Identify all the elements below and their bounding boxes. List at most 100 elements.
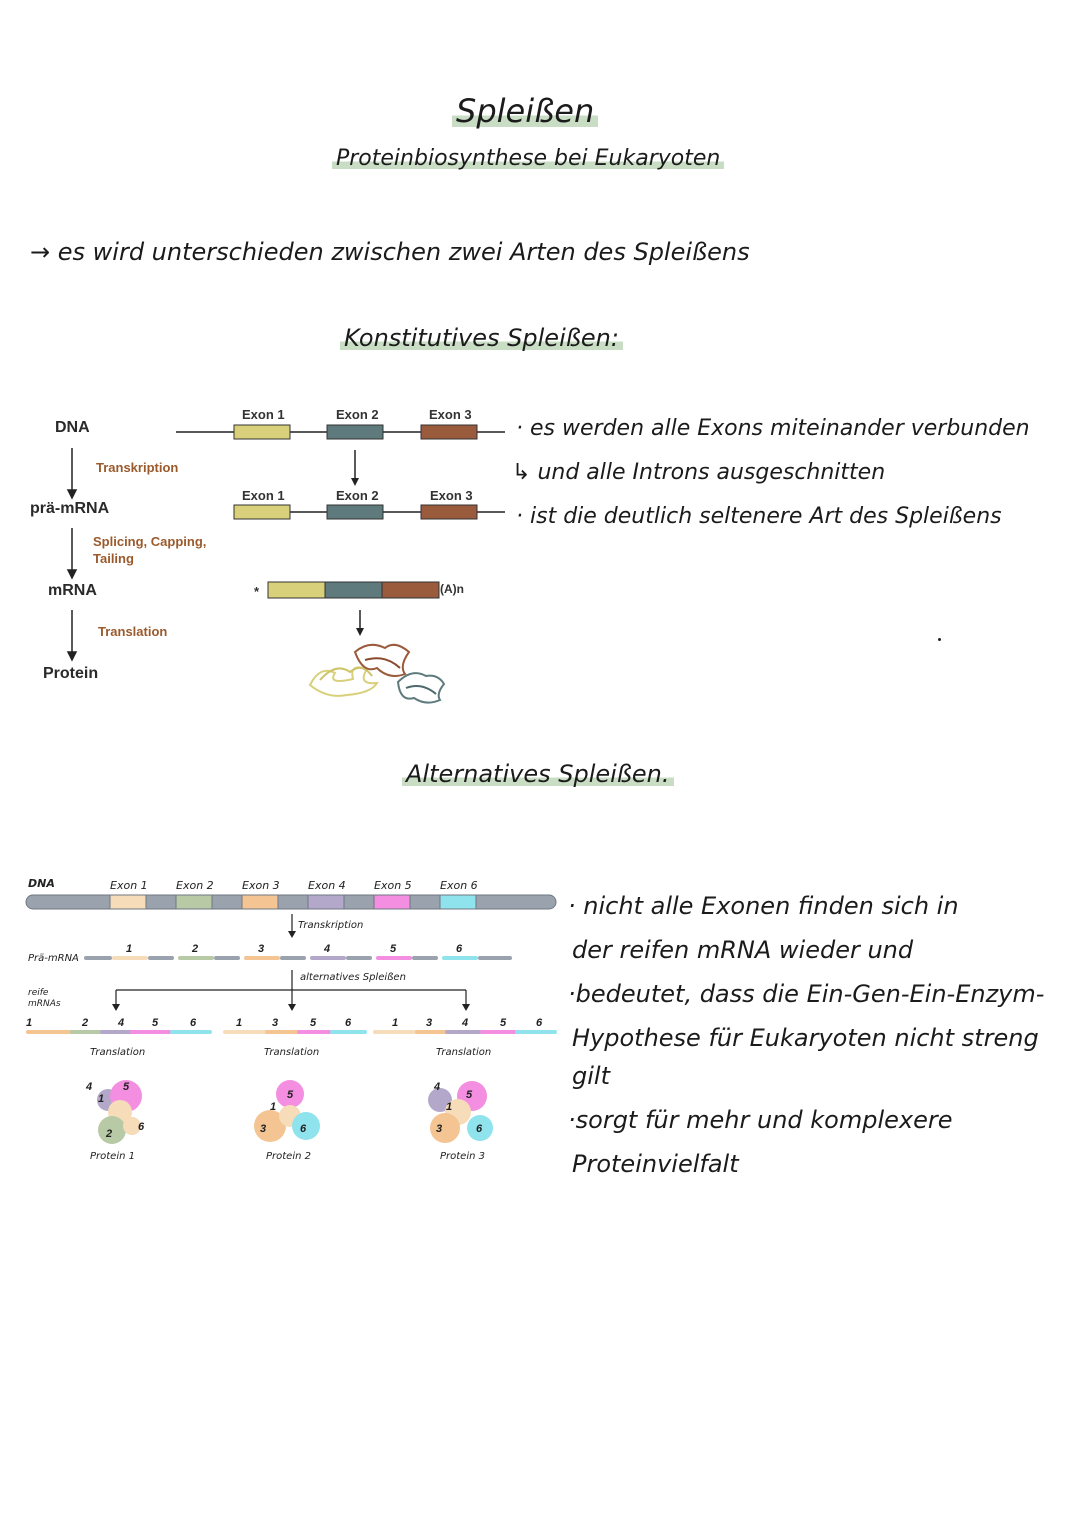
svg-text:1: 1	[270, 1101, 276, 1113]
alt-exon5-label: Exon 5	[374, 879, 412, 892]
svg-text:6: 6	[138, 1121, 145, 1133]
svg-text:3: 3	[258, 943, 264, 955]
flow-translation: Translation	[98, 624, 168, 639]
svg-text:3: 3	[426, 1017, 432, 1029]
polya-tail-label: (A)n	[440, 582, 464, 596]
svg-text:2: 2	[191, 943, 198, 955]
svg-text:5: 5	[310, 1017, 317, 1029]
constitutive-note-2: ↳ und alle Introns ausgeschnitten	[512, 460, 886, 485]
flow-pre-mrna: prä-mRNA	[30, 500, 110, 517]
svg-text:4: 4	[117, 1017, 124, 1029]
svg-text:3: 3	[272, 1017, 278, 1029]
alt-mature-label-1: reife	[28, 988, 49, 998]
svg-text:5: 5	[500, 1017, 507, 1029]
svg-text:6: 6	[300, 1123, 307, 1135]
svg-text:5: 5	[466, 1089, 473, 1101]
svg-text:2: 2	[105, 1128, 112, 1140]
alternative-heading: Alternatives Spleißen.	[402, 760, 674, 788]
svg-text:4: 4	[85, 1081, 92, 1093]
svg-text:6: 6	[190, 1017, 197, 1029]
alternative-notes: · nicht alle Exonen finden sich in der r…	[568, 884, 1068, 1186]
bullet-dot-icon: ·	[568, 1106, 576, 1134]
bullet-dot-icon: ·	[516, 416, 523, 441]
svg-text:1: 1	[446, 1101, 452, 1113]
dna-exon1-label: Exon 1	[242, 407, 285, 422]
svg-text:1: 1	[236, 1017, 242, 1029]
alt-note-7: Proteinvielfalt	[572, 1150, 739, 1178]
alt-exon3-label: Exon 3	[242, 879, 280, 892]
alt-note-2: der reifen mRNA wieder und	[572, 936, 914, 964]
protein-1-icon	[97, 1080, 142, 1144]
cap-star: *	[254, 584, 260, 599]
svg-text:6: 6	[536, 1017, 543, 1029]
page-title: Spleißen	[452, 92, 599, 130]
constitutive-svg	[176, 424, 505, 704]
protein-2-icon	[254, 1080, 320, 1142]
svg-text:6: 6	[456, 943, 463, 955]
alt-mature-label-2: mRNAs	[28, 999, 61, 1009]
arrow-return-icon: ↳	[512, 460, 531, 485]
flow-arrows	[66, 448, 78, 662]
stray-dot	[938, 638, 941, 641]
svg-text:5: 5	[390, 943, 397, 955]
alt-note-6: ·sorgt für mehr und komplexere	[568, 1106, 953, 1134]
flow-splicing-2: Tailing	[93, 551, 134, 566]
protein-3-icon	[428, 1081, 493, 1143]
constitutive-note-3: · ist die deutlich seltenere Art des Spl…	[516, 504, 1002, 529]
bullet-dot-icon: ·	[516, 504, 523, 529]
alt-translation-2: Translation	[264, 1047, 320, 1058]
svg-text:5: 5	[152, 1017, 159, 1029]
svg-text:4: 4	[433, 1081, 440, 1093]
pre-exon2-label: Exon 2	[336, 488, 379, 503]
flow-protein: Protein	[43, 665, 99, 682]
flow-splicing-1: Splicing, Capping,	[93, 534, 207, 549]
alt-translation-1: Translation	[90, 1047, 146, 1058]
arrow-right-icon: →	[30, 238, 51, 266]
svg-text:6: 6	[476, 1123, 483, 1135]
pre-exon1-label: Exon 1	[242, 488, 285, 503]
bullet-dot-icon: ·	[568, 980, 576, 1008]
svg-text:1: 1	[26, 1017, 32, 1029]
svg-text:3: 3	[436, 1123, 442, 1135]
alt-exon4-label: Exon 4	[308, 879, 346, 892]
protein-3-label: Protein 3	[440, 1151, 485, 1162]
svg-text:4: 4	[323, 943, 330, 955]
pre-exon3-label: Exon 3	[430, 488, 473, 503]
alt-note-5: gilt	[572, 1062, 610, 1090]
alt-note-4: Hypothese für Eukaryoten nicht streng	[572, 1024, 1039, 1052]
alt-note-1: · nicht alle Exonen finden sich in	[568, 892, 959, 920]
protein-1-label: Protein 1	[90, 1151, 135, 1162]
constitutive-heading: Konstitutives Spleißen:	[340, 324, 623, 352]
svg-text:2: 2	[81, 1017, 88, 1029]
alt-splicing-label: alternatives Spleißen	[300, 972, 406, 983]
svg-text:6: 6	[345, 1017, 352, 1029]
dna-exon2-label: Exon 2	[336, 407, 379, 422]
intro-line: → es wird unterschieden zwischen zwei Ar…	[30, 238, 750, 266]
constitutive-note-1: · es werden alle Exons miteinander verbu…	[516, 416, 1030, 441]
svg-text:1: 1	[392, 1017, 398, 1029]
alt-exon1-label: Exon 1	[110, 879, 148, 892]
alt-exon2-label: Exon 2	[176, 879, 214, 892]
protein-2-label: Protein 2	[266, 1151, 311, 1162]
alt-transkription-label: Transkription	[298, 920, 364, 931]
svg-text:4: 4	[461, 1017, 468, 1029]
bullet-dot-icon: ·	[568, 892, 576, 920]
svg-text:3: 3	[260, 1123, 266, 1135]
folded-protein-icon	[308, 643, 446, 704]
alt-dna-label: DNA	[28, 877, 55, 890]
flow-transkription: Transkription	[96, 460, 179, 475]
alt-exon6-label: Exon 6	[440, 879, 478, 892]
page-subtitle: Proteinbiosynthese bei Eukaryoten	[332, 146, 725, 171]
flow-mrna: mRNA	[48, 582, 97, 599]
svg-text:5: 5	[287, 1089, 294, 1101]
alt-note-3: ·bedeutet, dass die Ein-Gen-Ein-Enzym-	[568, 980, 1045, 1008]
dna-exon3-label: Exon 3	[429, 407, 472, 422]
flow-dna: DNA	[55, 419, 90, 436]
alt-pre-mrna-label: Prä-mRNA	[28, 953, 79, 964]
alt-translation-3: Translation	[436, 1047, 492, 1058]
svg-text:1: 1	[126, 943, 132, 955]
svg-text:1: 1	[98, 1093, 104, 1105]
alternative-svg	[25, 894, 557, 1144]
svg-text:5: 5	[123, 1081, 130, 1093]
